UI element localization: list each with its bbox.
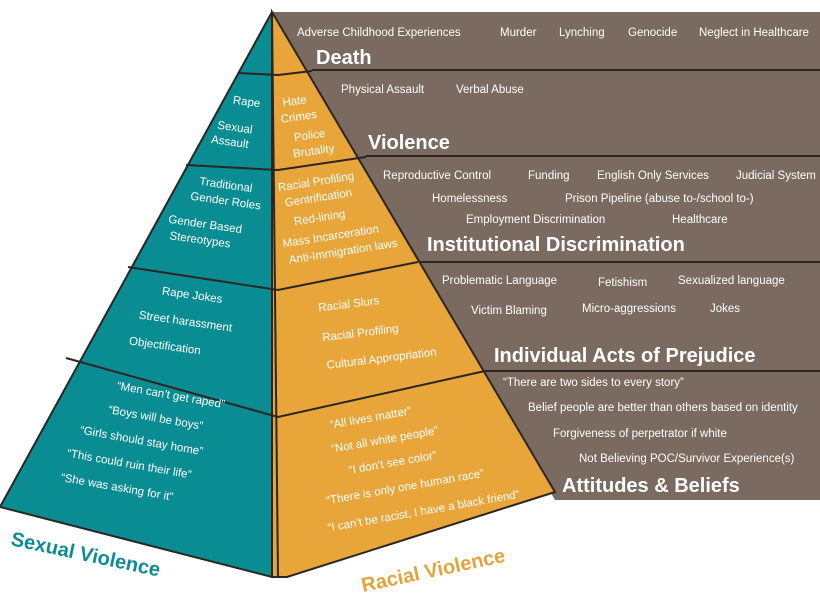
institutional-item: Employment Discrimination bbox=[466, 214, 605, 226]
institutional-item: English Only Services bbox=[597, 170, 709, 182]
sv-tier1-text: Sexual bbox=[217, 120, 253, 137]
brown-background bbox=[272, 12, 820, 500]
level-title-violence: Violence bbox=[368, 132, 450, 154]
pyramid-tier-lines bbox=[65, 11, 486, 578]
level-titles: Death Violence Institutional Discriminat… bbox=[316, 47, 756, 497]
death-item: Genocide bbox=[628, 27, 677, 39]
institutional-item: Judicial System bbox=[736, 170, 816, 182]
death-item: Adverse Childhood Experiences bbox=[297, 27, 461, 39]
institutional-item: Prison Pipeline (abuse to-/school to-) bbox=[565, 193, 754, 205]
sv-tier1-text: Rape bbox=[232, 95, 261, 111]
rv-tier1-text: Crimes bbox=[280, 109, 318, 126]
prejudice-item: Victim Blaming bbox=[471, 305, 547, 317]
orange-face bbox=[271, 8, 557, 578]
level-title-prejudice: Individual Acts of Prejudice bbox=[494, 345, 756, 367]
level-title-institutional: Institutional Discrimination bbox=[427, 234, 685, 256]
prejudice-item: Fetishism bbox=[598, 277, 647, 289]
sv-tier1-text: Assault bbox=[210, 134, 250, 151]
institutional-item: Homelessness bbox=[432, 193, 508, 205]
brown-panel-items: Adverse Childhood Experiences Murder Lyn… bbox=[297, 27, 816, 465]
level-dividers bbox=[312, 69, 820, 372]
prejudice-item: Micro-aggressions bbox=[582, 303, 676, 315]
institutional-item: Reproductive Control bbox=[383, 170, 491, 182]
rv-tier1-text: Brutality bbox=[292, 143, 335, 161]
prejudice-item: Sexualized language bbox=[678, 275, 785, 287]
death-item: Neglect in Healthcare bbox=[699, 27, 809, 39]
rv-tier1-text: Hate bbox=[282, 94, 308, 109]
attitudes-item: Belief people are better than others bas… bbox=[528, 402, 798, 414]
attitudes-item: Not Believing POC/Survivor Experience(s) bbox=[579, 453, 795, 465]
racial-violence-label: Racial Violence bbox=[359, 545, 507, 597]
attitudes-item: Forgiveness of perpetrator if white bbox=[553, 428, 727, 440]
attitudes-item: “There are two sides to every story” bbox=[503, 377, 684, 389]
death-item: Lynching bbox=[559, 27, 605, 39]
rv-tier1-text: Police bbox=[293, 128, 326, 144]
level-title-death: Death bbox=[316, 47, 372, 69]
violence-item: Verbal Abuse bbox=[456, 84, 524, 96]
institutional-item: Healthcare bbox=[672, 214, 728, 226]
death-item: Murder bbox=[500, 27, 537, 39]
prejudice-item: Problematic Language bbox=[442, 275, 557, 287]
institutional-item: Funding bbox=[528, 170, 570, 182]
prejudice-item: Jokes bbox=[710, 303, 740, 315]
violence-item: Physical Assault bbox=[341, 84, 425, 96]
level-title-attitudes: Attitudes & Beliefs bbox=[562, 475, 740, 497]
